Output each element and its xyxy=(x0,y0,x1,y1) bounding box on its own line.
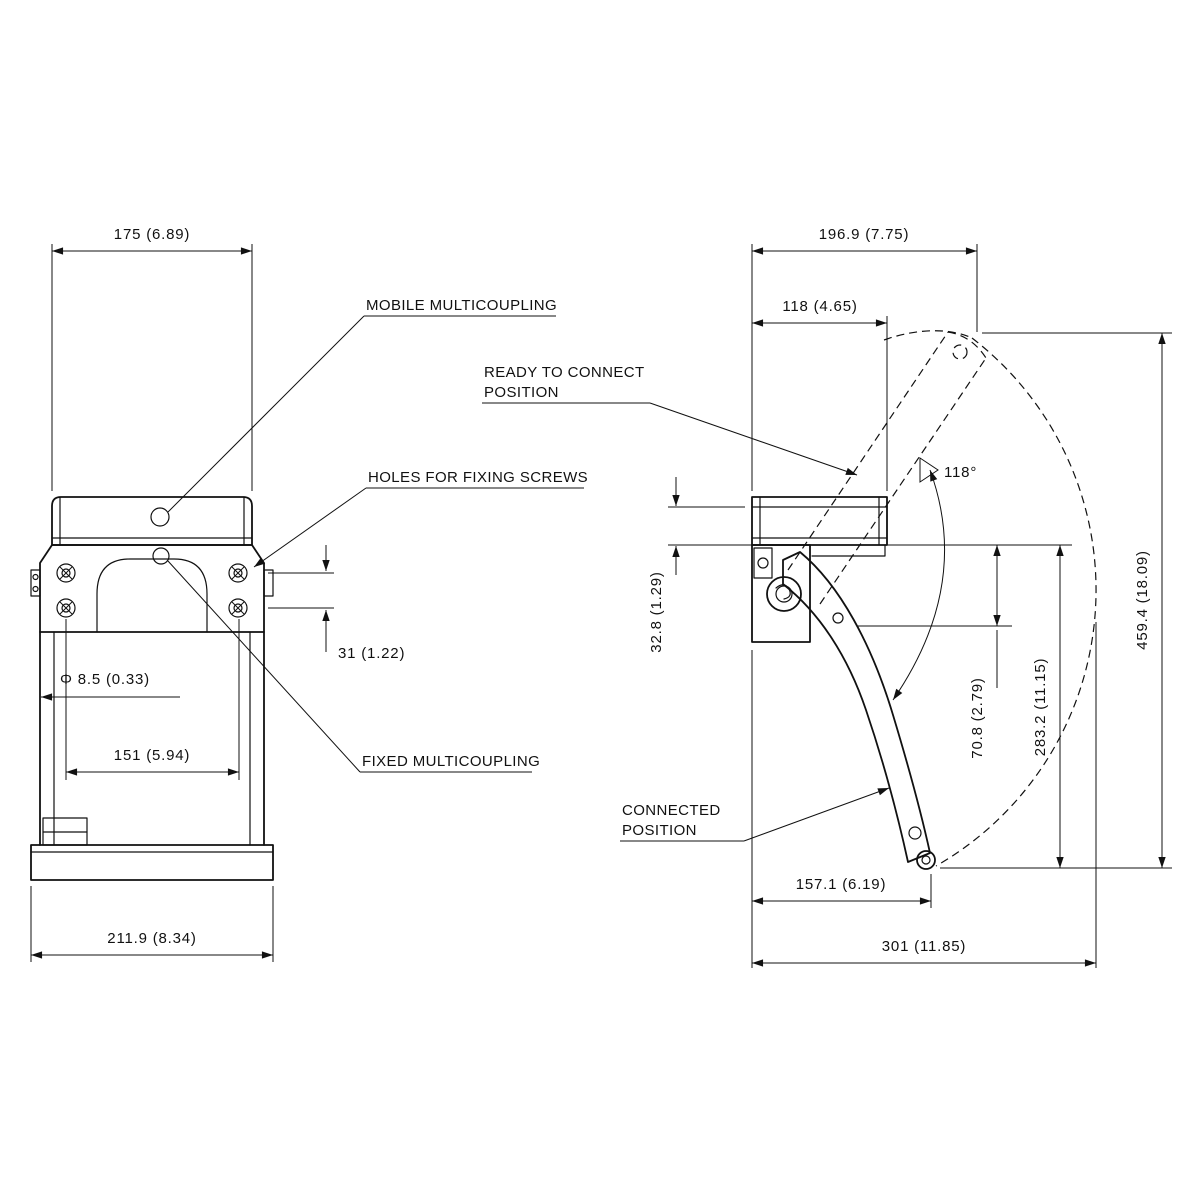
dim-text-plate-thickness: 32.8 (1.29) xyxy=(648,571,665,652)
dim-text-overall-depth: 196.9 (7.75) xyxy=(819,226,910,243)
dim-front-top-width: 175 (6.89) xyxy=(51,226,253,491)
callout-holes-for-fixing-screws: HOLES FOR FIXING SCREWS xyxy=(253,469,588,568)
fixing-screw xyxy=(228,563,248,583)
dim-side-overall-height: 459.4 (18.09) xyxy=(940,332,1172,869)
label-ready-to-connect-line2: POSITION xyxy=(484,384,559,401)
callout-ready-to-connect: READY TO CONNECT POSITION xyxy=(482,364,858,476)
side-view: 118° 196.9 (7.75) 118 (4.65) 32.8 (1.29) xyxy=(482,226,1172,968)
label-connected-line1: CONNECTED xyxy=(622,802,721,819)
dim-text-pivot-offset: 70.8 (2.79) xyxy=(969,677,986,758)
lever-swing-path xyxy=(935,337,1097,867)
dim-side-connected-height: 283.2 (11.15) xyxy=(1032,545,1064,868)
fixing-screw xyxy=(228,598,248,618)
label-ready-to-connect-line1: READY TO CONNECT xyxy=(484,364,645,381)
label-connected-line2: POSITION xyxy=(622,822,697,839)
fixing-screw xyxy=(56,598,76,618)
pivot-hub xyxy=(766,576,802,612)
fixing-screw xyxy=(56,563,76,583)
front-fixing-screws xyxy=(56,563,248,618)
dim-side-plate-thickness: 32.8 (1.29) xyxy=(648,477,745,653)
label-fixed-multicoupling: FIXED MULTICOUPLING xyxy=(362,753,540,770)
dim-text-screw-columns: 151 (5.94) xyxy=(114,747,190,764)
callout-fixed-multicoupling: FIXED MULTICOUPLING xyxy=(167,560,540,773)
dim-text-bottom-width: 211.9 (8.34) xyxy=(107,930,196,947)
label-mobile-multicoupling: MOBILE MULTICOUPLING xyxy=(366,297,557,314)
front-view: 175 (6.89) 31 (1.22) Φ 8.5 (0.33) 151 (5… xyxy=(30,226,588,962)
label-holes-for-fixing-screws: HOLES FOR FIXING SCREWS xyxy=(368,469,588,486)
dim-front-screw-rows: 31 (1.22) xyxy=(268,545,405,662)
dim-side-overall-reach: 301 (11.85) xyxy=(752,622,1097,968)
lever-swing-path xyxy=(883,330,973,341)
dim-front-screw-columns: 151 (5.94) xyxy=(65,619,240,780)
dim-front-bottom-width: 211.9 (8.34) xyxy=(30,886,274,962)
dim-side-pivot-offset: 70.8 (2.79) xyxy=(858,545,1012,759)
dim-side-lever-reach: 157.1 (6.19) xyxy=(751,650,932,968)
dim-text-overall-height: 459.4 (18.09) xyxy=(1134,550,1151,650)
mobile-coupling-reference-hole xyxy=(150,507,170,527)
lever-connected-position xyxy=(782,551,931,863)
callout-mobile-multicoupling: MOBILE MULTICOUPLING xyxy=(167,297,557,513)
front-right-tab xyxy=(263,569,274,597)
front-left-tab xyxy=(30,569,41,597)
dim-text-body-depth: 118 (4.65) xyxy=(782,298,857,315)
lever-end-roller xyxy=(916,850,936,870)
front-part-outline xyxy=(30,496,274,881)
dim-text-screw-rows: 31 (1.22) xyxy=(338,645,405,662)
dim-text-connected-height: 283.2 (11.15) xyxy=(1032,658,1049,757)
dim-side-body-depth: 118 (4.65) xyxy=(752,298,888,491)
side-ready-position-outline xyxy=(787,330,1097,867)
dim-opening-angle: 118° xyxy=(892,457,977,701)
dim-side-overall-depth: 196.9 (7.75) xyxy=(751,226,978,491)
dim-text-top-width: 175 (6.89) xyxy=(114,226,190,243)
side-part-outline xyxy=(751,496,936,870)
fixed-coupling-reference-hole xyxy=(152,547,170,565)
dim-text-overall-reach: 301 (11.85) xyxy=(882,938,966,955)
dim-text-lever-reach: 157.1 (6.19) xyxy=(796,876,887,893)
dim-text-hole-diameter: Φ 8.5 (0.33) xyxy=(60,671,150,688)
dim-front-hole-diameter: Φ 8.5 (0.33) xyxy=(41,671,180,701)
callout-connected-position: CONNECTED POSITION xyxy=(620,787,890,842)
dim-text-opening-angle: 118° xyxy=(944,464,977,481)
angle-flag-icon xyxy=(919,457,939,483)
